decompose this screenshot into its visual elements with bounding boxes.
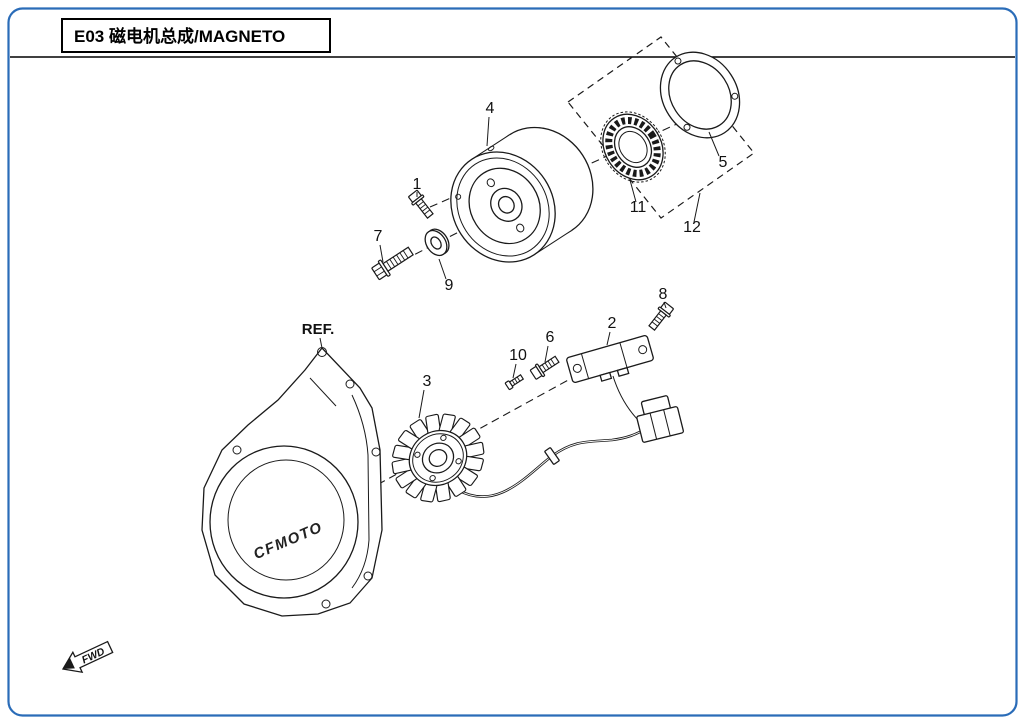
callout-11: 11 (629, 179, 647, 216)
part-flywheel-rotor (450, 126, 594, 263)
callout-3: 3 (418, 373, 432, 419)
callout-11-label: 11 (630, 199, 647, 216)
part-one-way-clutch (600, 111, 666, 183)
part-flywheel-bolt (406, 188, 437, 221)
fwd-arrow-label: FWD (80, 645, 107, 666)
part-bolt-8 (645, 300, 676, 333)
callout-8: 8 (659, 286, 668, 309)
callout-ref-label: REF. (302, 321, 335, 338)
part-starter-clutch-ring (659, 51, 741, 139)
callout-6-label: 6 (546, 329, 555, 346)
fwd-arrow: FWD (61, 640, 114, 674)
wire-clamp (544, 447, 560, 465)
callout-8-label: 8 (659, 286, 668, 303)
callout-1: 1 (413, 176, 422, 197)
part-stator (391, 413, 485, 503)
page-title: E03 磁电机总成/MAGNETO (74, 26, 285, 46)
callout-3-label: 3 (423, 373, 432, 390)
part-washer (424, 228, 450, 257)
part-bolt-6 (528, 352, 562, 382)
callout-2-label: 2 (608, 315, 617, 332)
part-ignition-coil (566, 334, 654, 384)
callout-7-label: 7 (374, 228, 383, 245)
part-screw-10 (504, 372, 525, 391)
callout-10: 10 (509, 347, 527, 379)
page-border (7, 7, 1018, 717)
clutch-group-box (567, 36, 755, 219)
callout-10-label: 10 (509, 347, 527, 364)
callout-9-label: 9 (445, 277, 454, 294)
stator-wire-harness (457, 375, 684, 498)
callout-12-label: 12 (683, 219, 701, 236)
part-crankcase-cover: CFMOTO (201, 347, 383, 617)
callout-5-label: 5 (719, 154, 728, 171)
callout-9: 9 (438, 258, 454, 294)
part-flange-bolt (369, 242, 417, 283)
callout-2: 2 (606, 315, 617, 346)
callout-6: 6 (544, 329, 555, 363)
wire-connector (636, 395, 684, 443)
callout-ref: REF. (302, 321, 335, 349)
callout-12: 12 (683, 192, 701, 236)
callout-1-label: 1 (413, 176, 422, 193)
callout-5: 5 (708, 131, 728, 171)
callout-4-label: 4 (486, 100, 495, 117)
callout-7: 7 (374, 228, 384, 263)
callout-4: 4 (486, 100, 495, 147)
title-box (61, 18, 331, 53)
